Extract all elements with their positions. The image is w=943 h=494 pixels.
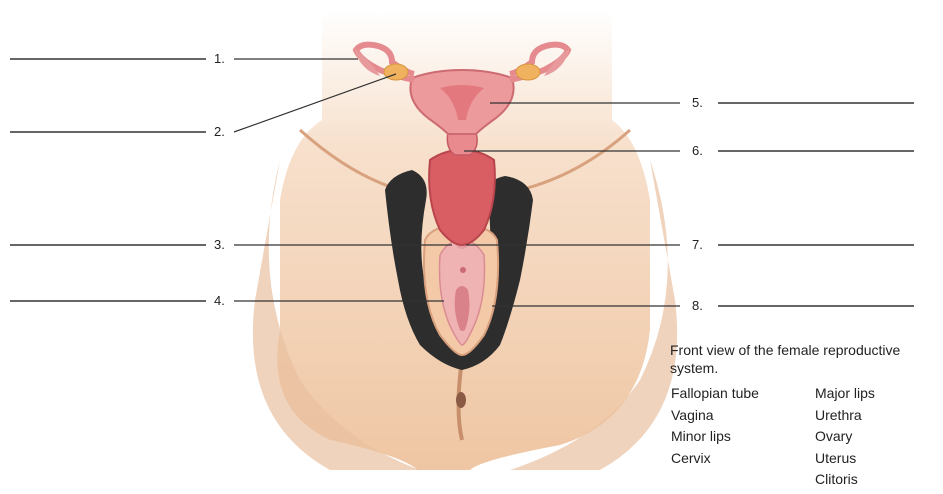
label-2: 2.	[214, 124, 225, 139]
label-3: 3.	[214, 237, 225, 252]
term: Major lips	[815, 383, 875, 405]
term: Clitoris	[815, 469, 875, 491]
label-4: 4.	[214, 293, 225, 308]
term: Cervix	[671, 448, 759, 470]
term: Urethra	[815, 405, 875, 427]
term: Ovary	[815, 426, 875, 448]
urethra	[460, 267, 466, 273]
term-bank-right: Major lips Urethra Ovary Uterus Clitoris	[815, 383, 875, 491]
label-5: 5.	[692, 95, 703, 110]
label-6: 6.	[692, 143, 703, 158]
diagram-caption: Front view of the female reproductive sy…	[670, 341, 942, 377]
term: Uterus	[815, 448, 875, 470]
label-8: 8.	[692, 298, 703, 313]
anus	[456, 392, 466, 408]
term: Vagina	[671, 405, 759, 427]
label-1: 1.	[214, 51, 225, 66]
term-bank-left: Fallopian tube Vagina Minor lips Cervix	[671, 383, 759, 469]
right-ovary	[516, 64, 540, 80]
term: Fallopian tube	[671, 383, 759, 405]
label-7: 7.	[692, 237, 703, 252]
term: Minor lips	[671, 426, 759, 448]
